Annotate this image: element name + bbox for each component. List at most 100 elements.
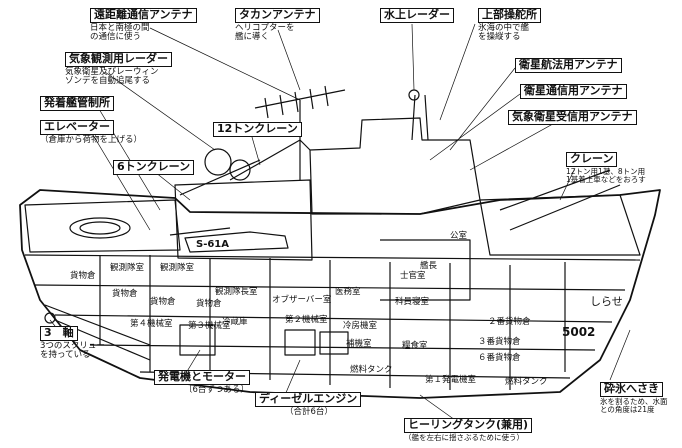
long-range-antenna-note: 日本と南極の間 の通信に使う [90, 22, 150, 43]
elevator-note: （倉庫から荷物を上げる） [40, 134, 143, 145]
diesel-engine-title: ディーゼルエンジン [255, 392, 362, 407]
surface-radar-title: 水上レーダー [380, 8, 454, 23]
surface-radar-dome [408, 89, 420, 101]
upper-bridge-note: 氷海の中で艦 を操縦する [478, 22, 530, 43]
label-eng2: 第２機械室 [285, 315, 328, 325]
generator-motor-note: 〔6台ずつある〕 [184, 384, 249, 395]
callout-satnav-antenna: 衛星航法用アンテナ [515, 58, 622, 73]
fourth-deck [89, 344, 596, 351]
yagi-antenna [254, 85, 346, 119]
label-cargo-1: 貨物倉 [70, 271, 96, 281]
label-refrig: 冷房機室 [343, 321, 378, 331]
label-obs-leader: 観測隊長室 [215, 287, 258, 297]
callout-surface-radar: 水上レーダー [380, 8, 454, 23]
label-cargo-2: 貨物倉 [112, 289, 138, 299]
label-cargo-4: 貨物倉 [196, 299, 222, 309]
callout-crane-12t: 12トンクレーン [213, 122, 302, 137]
diesel-engine-2 [319, 331, 349, 355]
weather-radar-title: 気象観測用レーダー [65, 52, 172, 67]
crane-title: クレーン [566, 152, 618, 167]
crane-fwd-arms [499, 169, 621, 231]
label-eng3: 第３機械室 [188, 321, 231, 331]
crane-6t-title: 6トンクレーン [113, 160, 195, 175]
label-obs-room-1: 観測隊室 [110, 263, 145, 273]
label-cold-store: 冷蔵庫 [222, 317, 248, 327]
callout-crane: クレーン 12トン用1基、8トン用 1基着上車などをおろす [566, 152, 646, 185]
label-eng4: 第４機械室 [130, 319, 173, 329]
callout-long-range-antenna: 遠距離通信アンテナ 日本と南極の間 の通信に使う [90, 8, 197, 43]
label-science: 科員寝室 [395, 297, 430, 307]
label-ship-name: しらせ [590, 295, 623, 308]
label-gen-room-1: 第１発電機室 [425, 375, 477, 385]
label-food: 糧食室 [402, 341, 428, 351]
generator-motor [179, 324, 216, 356]
upper-bridge-title: 上部操舵所 [478, 8, 541, 23]
label-cargo-no3: ３番貨物倉 [478, 337, 521, 347]
callout-generator-motor: 発電機とモーター 〔6台ずつある〕 [154, 370, 250, 395]
radome-2 [229, 159, 251, 181]
callout-crane-6t: 6トンクレーン [113, 160, 195, 175]
long-range-antenna-title: 遠距離通信アンテナ [90, 8, 197, 23]
label-cargo-no6: ６番貨物倉 [478, 353, 521, 363]
label-obs-room-2: 観測隊室 [160, 263, 195, 273]
tacan-antenna-note: ヘリコプターを 艦に導く [235, 22, 295, 43]
third-deck [54, 314, 613, 323]
callout-diesel-engine: ディーゼルエンジン （合計6台） [255, 392, 362, 417]
diesel-engine-1 [284, 329, 316, 356]
label-cargo-3: 貨物倉 [150, 297, 176, 307]
helipad-circle [69, 217, 131, 239]
label-repair: 補機室 [346, 339, 372, 349]
elevator-title: エレベーター [40, 120, 114, 135]
tacan-antenna-title: タカンアンテナ [235, 8, 320, 23]
label-cargo-no2: ２番貨物倉 [488, 317, 531, 327]
flight-control-title: 発着艦管制所 [40, 96, 114, 111]
callout-three-shafts: 3 軸 3つのスクリュー を持っている [40, 326, 105, 361]
callout-upper-bridge: 上部操舵所 氷海の中で艦 を操縦する [478, 8, 541, 43]
label-fuel-tank-2: 燃料タンク [505, 377, 548, 387]
diesel-engine-note: （合計6台） [285, 406, 333, 417]
superstructure [309, 117, 481, 215]
bulkheads [99, 255, 566, 390]
callout-elevator: エレベーター （倉庫から荷物を上げる） [40, 120, 142, 145]
main-mast [411, 94, 429, 141]
label-observer: オブザーバー室 [272, 295, 332, 305]
label-captain: 艦長 [420, 261, 438, 271]
propeller [44, 312, 56, 324]
generator-motor-title: 発電機とモーター [154, 370, 250, 385]
three-shafts-note: 3つのスクリュー を持っている [40, 340, 105, 361]
satnav-antenna-title: 衛星航法用アンテナ [515, 58, 622, 73]
hull-outline [19, 189, 661, 399]
crane-12t-title: 12トンクレーン [213, 122, 302, 137]
crane-note: 12トン用1基、8トン用 1基着上車などをおろす [566, 166, 646, 185]
three-shafts-title: 3 軸 [40, 326, 78, 341]
callout-weather-sat-antenna: 気象衛星受信用アンテナ [508, 110, 637, 125]
callout-satcom-antenna: 衛星通信用アンテナ [520, 84, 627, 99]
label-hull-number: 5002 [562, 325, 596, 339]
label-officer: 士官室 [400, 271, 426, 281]
main-deck [24, 254, 641, 261]
heeling-tank-title: ヒーリングタンク(兼用) [404, 418, 533, 433]
crane-aft-12t [229, 139, 311, 181]
callout-icebreaking-bow: 砕氷へさき 氷を割るため、水面 との角度は21度 [600, 382, 668, 415]
label-admin: 公室 [450, 231, 468, 241]
label-medical: 医務室 [335, 287, 361, 297]
label-helicopter: S-61A [196, 239, 230, 250]
icebreaking-bow-title: 砕氷へさき [600, 382, 663, 397]
icebreaking-bow-note: 氷を割るため、水面 との角度は21度 [600, 396, 668, 415]
callout-heeling-tank: ヒーリングタンク(兼用) （艦を左右に揺さぶるために使う） [404, 418, 533, 442]
callout-tacan-antenna: タカンアンテナ ヘリコプターを 艦に導く [235, 8, 320, 43]
crane-aft-6t [179, 159, 261, 196]
callout-weather-radar: 気象観測用レーダー 気象衛星及びレーウィン ゾンデを自動追尾する [65, 52, 172, 87]
leader-lines [49, 23, 631, 421]
label-fuel-tank-1: 燃料タンク [350, 365, 393, 375]
weather-radar-note: 気象衛星及びレーウィン ゾンデを自動追尾する [65, 66, 159, 87]
forecastle [479, 194, 641, 256]
heeling-tank-note: （艦を左右に揺さぶるために使う） [404, 432, 524, 442]
weather-sat-antenna-title: 気象衛星受信用アンテナ [508, 110, 637, 125]
callout-flight-control: 発着艦管制所 [40, 96, 114, 111]
flight-deck [24, 199, 181, 253]
helicopter-shape [184, 231, 289, 253]
satcom-antenna-title: 衛星通信用アンテナ [520, 84, 627, 99]
radome-1 [204, 148, 232, 176]
